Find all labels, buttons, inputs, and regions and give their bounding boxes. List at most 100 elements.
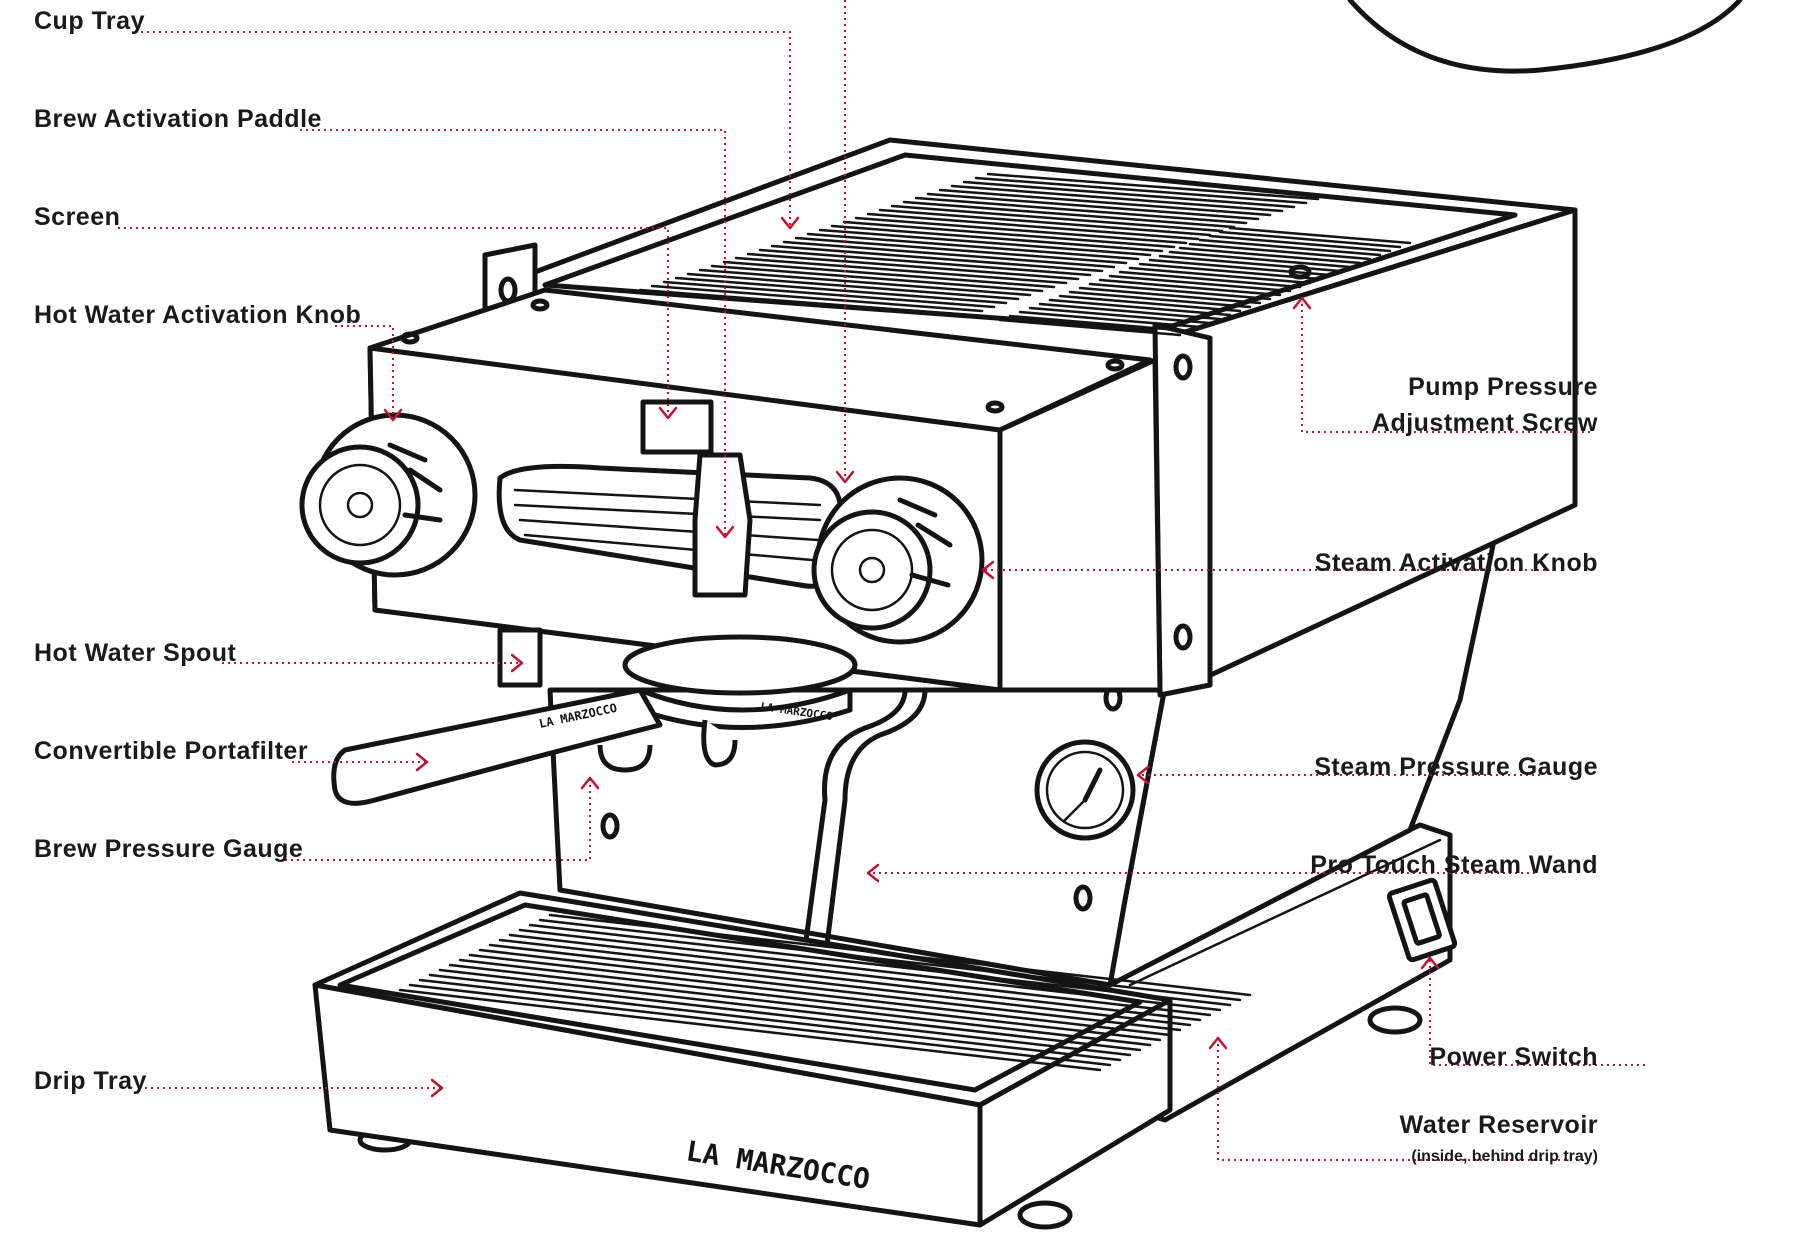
- cup-tray-grille: [638, 172, 1412, 337]
- grille-slot: [1048, 298, 1232, 317]
- label-brew-pressure-gauge: Brew Pressure Gauge: [34, 835, 304, 863]
- grille-slot: [1148, 258, 1332, 277]
- grille-slot: [1008, 314, 1192, 333]
- spout-left: [701, 719, 738, 768]
- grille-slot: [746, 252, 1080, 281]
- grille-slot: [986, 172, 1320, 201]
- steam-gauge-needle: [1082, 767, 1103, 803]
- label-convertible-portafilter: Convertible Portafilter: [34, 737, 309, 765]
- drip-grille-slot: [408, 983, 1112, 1067]
- leader-pump-screw: [1301, 300, 1590, 433]
- grille-slot: [1028, 306, 1212, 325]
- group-head: LA MARZOCCO LA MARZOCCO: [331, 627, 858, 806]
- grille-slot: [794, 236, 1128, 265]
- drip-grille-slot: [468, 953, 1172, 1037]
- grille-slot: [650, 284, 984, 313]
- grille-slot: [758, 248, 1092, 277]
- grille-slot: [710, 264, 1044, 293]
- grille-slot: [818, 228, 1152, 257]
- grille-slot: [686, 272, 1020, 301]
- drip-grille-slot: [518, 928, 1222, 1012]
- grille-slot: [962, 180, 1296, 209]
- grille-slot: [1128, 266, 1312, 285]
- grille-slot: [1078, 286, 1262, 305]
- label-screen: Screen: [34, 203, 121, 231]
- screen-display: [640, 399, 714, 455]
- grille-slot: [638, 288, 972, 317]
- drip-grille-slot: [538, 918, 1242, 1002]
- grille-slot: [902, 200, 1236, 229]
- grille-slot: [938, 188, 1272, 217]
- grille-slot: [1038, 302, 1222, 321]
- label-water-reservoir: Water Reservoir: [1399, 1111, 1598, 1139]
- grille-slot: [1118, 270, 1302, 289]
- grille-slot: [926, 192, 1260, 221]
- drip-grille-slot: [438, 968, 1142, 1052]
- grille-slot: [698, 268, 1032, 297]
- grille-slot: [1138, 262, 1322, 281]
- drip-grille-slot: [418, 978, 1122, 1062]
- drip-grille-slot: [508, 933, 1212, 1017]
- grille-slot: [1018, 310, 1202, 329]
- label-pro-touch-steam-wand: Pro Touch Steam Wand: [1310, 851, 1598, 879]
- grille-slot: [1058, 294, 1242, 313]
- machine-body: [357, 507, 1503, 1230]
- magnifier-circle-arc: [1347, 0, 1743, 74]
- grille-slot: [734, 256, 1068, 285]
- drip-grille-slot: [488, 943, 1192, 1027]
- label-hot-water-spout: Hot Water Spout: [34, 639, 237, 667]
- grille-slot: [914, 196, 1248, 225]
- drip-grille-slot: [398, 988, 1102, 1072]
- grille-slot: [662, 280, 996, 309]
- paddle-lever: [692, 452, 753, 598]
- grille-slot: [1188, 242, 1372, 261]
- label-hot-water-activation-knob: Hot Water Activation Knob: [34, 301, 362, 329]
- drip-grille-slot: [498, 938, 1202, 1022]
- body-screw: [600, 812, 620, 840]
- grille-slot: [782, 240, 1116, 269]
- grille-slot: [1108, 274, 1292, 293]
- foot-right: [1367, 1005, 1423, 1035]
- grille-slot: [674, 276, 1008, 305]
- leader-water-reservoir: [1217, 1040, 1590, 1161]
- grille-slot: [1068, 290, 1252, 309]
- grille-slot: [854, 216, 1188, 245]
- grille-slot: [1098, 278, 1282, 297]
- label-pump-pressure-line2: Adjustment Screw: [1371, 409, 1598, 437]
- leader-lines: [118, 0, 1645, 1161]
- drip-grille-slot: [448, 963, 1152, 1047]
- drip-grille-slot: [478, 948, 1182, 1032]
- grille-slot: [1198, 238, 1382, 257]
- label-drip-tray: Drip Tray: [34, 1067, 147, 1095]
- body-screw: [1073, 884, 1093, 912]
- grille-slot: [890, 204, 1224, 233]
- drip-grille-slot: [528, 923, 1232, 1007]
- grille-slot: [806, 232, 1140, 261]
- grille-slot: [998, 318, 1182, 337]
- drip-grille-slot: [548, 913, 1252, 997]
- hot-water-spout: [497, 627, 543, 688]
- grille-slot: [878, 208, 1212, 237]
- drip-grille-slot: [458, 958, 1162, 1042]
- label-steam-activation-knob: Steam Activation Knob: [1314, 549, 1598, 577]
- label-brew-activation-paddle: Brew Activation Paddle: [34, 105, 322, 133]
- grille-slot: [830, 224, 1164, 253]
- steam-knob: [811, 475, 985, 645]
- grille-slot: [1168, 250, 1352, 269]
- brew-gauge-ring: [597, 744, 653, 773]
- portafilter-basket: [637, 687, 853, 730]
- drip-tray-grille: [398, 913, 1252, 1072]
- label-power-switch: Power Switch: [1429, 1043, 1598, 1071]
- grille-slot: [770, 244, 1104, 273]
- grille-slot: [1228, 226, 1412, 245]
- leader-hot-water-knob: [335, 325, 394, 418]
- grille-slot: [842, 220, 1176, 249]
- steam-wand: [819, 687, 928, 988]
- label-steam-pressure-gauge: Steam Pressure Gauge: [1314, 753, 1598, 781]
- foot-front: [1017, 1200, 1073, 1230]
- portafilter-handle: [331, 687, 663, 806]
- hot-water-knob: [299, 412, 478, 578]
- group-head-ring: [622, 634, 858, 696]
- leader-cup-tray: [135, 31, 791, 225]
